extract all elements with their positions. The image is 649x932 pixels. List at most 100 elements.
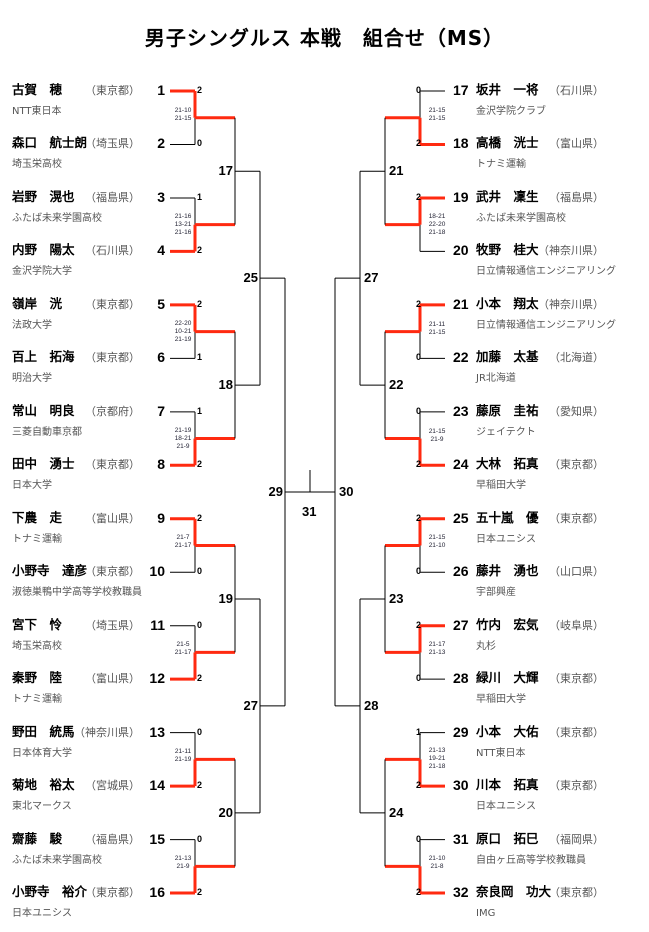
player-affiliation: 日立情報通信エンジニアリング — [476, 319, 616, 331]
player-name: 小本 翔太 — [476, 295, 539, 311]
seed-number: 2 — [157, 135, 165, 152]
player-prefecture: （東京都） — [549, 725, 604, 739]
match-score: 2 — [416, 887, 422, 898]
match-number: 20 — [218, 804, 233, 820]
player-affiliation: 日立情報通信エンジニアリング — [476, 266, 616, 278]
set-score: 21-9 — [176, 442, 190, 450]
player-prefecture: （富山県） — [549, 137, 604, 151]
player-name: 原口 拓巳 — [476, 830, 539, 846]
player-name: 小野寺 達彦 — [12, 563, 88, 579]
player-name: 菊地 裕太 — [12, 777, 75, 793]
set-score: 21-19 — [174, 426, 192, 434]
match-score: 0 — [416, 566, 422, 577]
seed-number: 1 — [157, 82, 165, 98]
player-prefecture: （東京都） — [85, 565, 140, 579]
match-score: 0 — [197, 566, 203, 577]
player-prefecture: （東京都） — [549, 779, 604, 793]
page-title: 男子シングルス 本戦 組合せ（MS） — [144, 26, 505, 50]
player-prefecture: （京都府） — [85, 404, 140, 418]
seed-number: 4 — [157, 242, 165, 259]
player-affiliation: ふたば未来学園高校 — [12, 212, 102, 224]
seed-number: 24 — [453, 456, 469, 473]
match-score: 2 — [197, 780, 203, 791]
seed-number: 26 — [453, 563, 469, 580]
set-score: 21-5 — [176, 641, 190, 649]
set-score: 21-7 — [176, 534, 190, 542]
set-score: 21-16 — [174, 212, 192, 220]
player-affiliation: 金沢学院大学 — [12, 266, 72, 278]
player-name: 奈良岡 功大 — [476, 884, 552, 900]
player-prefecture: （東京都） — [85, 297, 140, 311]
set-score: 21-19 — [174, 335, 192, 343]
match-number: 17 — [218, 163, 233, 179]
player-prefecture: （東京都） — [85, 351, 140, 365]
match-score: 0 — [416, 85, 422, 95]
set-score: 21-15 — [428, 427, 446, 435]
match-score: 0 — [416, 673, 422, 684]
match-score: 0 — [416, 833, 422, 844]
player-prefecture: （東京都） — [85, 458, 140, 472]
match-number: 30 — [339, 484, 354, 500]
player-name: 加藤 太基 — [476, 349, 539, 365]
player-name: 下農 走 — [12, 509, 63, 525]
set-score: 21-15 — [174, 114, 192, 122]
seed-number: 32 — [453, 884, 469, 901]
seed-number: 19 — [453, 188, 469, 205]
player-prefecture: （石川県） — [549, 84, 604, 97]
seed-number: 17 — [453, 82, 469, 98]
match-number: 27 — [364, 270, 379, 286]
player-affiliation: NTT東日本 — [476, 747, 526, 759]
player-affiliation: 日本体育大学 — [12, 747, 72, 759]
match-score: 0 — [197, 726, 203, 737]
set-score: 21-15 — [428, 114, 446, 122]
player-prefecture: （神奈川県） — [74, 725, 140, 739]
player-affiliation: ふたば未来学園高校 — [476, 212, 566, 224]
player-prefecture: （富山県） — [85, 672, 140, 686]
set-score: 21-19 — [174, 756, 192, 764]
match-number: 18 — [218, 377, 233, 393]
seed-number: 25 — [453, 509, 469, 526]
seed-number: 23 — [453, 402, 469, 419]
match-number: 24 — [389, 804, 404, 820]
seed-number: 18 — [453, 135, 469, 152]
set-score: 21-18 — [428, 228, 446, 236]
player-name: 秦野 陸 — [12, 670, 63, 686]
match-number: 25 — [243, 270, 258, 286]
player-name: 常山 明良 — [12, 402, 75, 418]
seed-number: 8 — [157, 456, 165, 473]
player-name: 武井 凜生 — [476, 188, 539, 204]
player-affiliation: 日本ユニシス — [476, 801, 536, 813]
player-name: 竹内 宏気 — [476, 616, 539, 632]
player-affiliation: 淑徳巣鴨中学高等学校教職員 — [12, 587, 142, 599]
seed-number: 12 — [149, 670, 165, 687]
player-affiliation: 宇部興産 — [476, 587, 516, 599]
player-name: 宮下 怜 — [12, 616, 63, 632]
player-name: 高橋 洸士 — [476, 135, 539, 151]
set-score: 21-17 — [174, 542, 192, 550]
player-affiliation: 日本ユニシス — [12, 908, 72, 920]
player-prefecture: （埼玉県） — [85, 137, 140, 151]
match-score: 0 — [416, 405, 422, 416]
set-score: 19-21 — [428, 755, 446, 763]
match-score: 2 — [197, 512, 203, 523]
player-name: 田中 湧士 — [12, 456, 75, 472]
player-prefecture: （福島県） — [85, 190, 140, 204]
player-prefecture: （北海道） — [549, 351, 604, 365]
seed-number: 15 — [149, 830, 165, 847]
player-prefecture: （埼玉県） — [85, 618, 140, 632]
seed-number: 10 — [149, 563, 165, 580]
match-number: 22 — [389, 377, 404, 393]
seed-number: 9 — [157, 509, 165, 526]
player-prefecture: （福島県） — [85, 832, 140, 846]
match-score: 1 — [197, 405, 203, 416]
player-affiliation: IMG — [476, 908, 496, 920]
player-prefecture: （東京都） — [85, 886, 140, 900]
player-affiliation: 東北マークス — [12, 801, 72, 813]
player-prefecture: （岐阜県） — [549, 618, 604, 632]
player-prefecture: （福島県） — [549, 190, 604, 204]
player-affiliation: トナミ運輸 — [12, 694, 62, 706]
match-score: 2 — [416, 459, 422, 470]
seed-number: 29 — [453, 723, 469, 740]
player-name: 小野寺 裕介 — [12, 884, 88, 900]
match-score: 2 — [416, 138, 422, 149]
